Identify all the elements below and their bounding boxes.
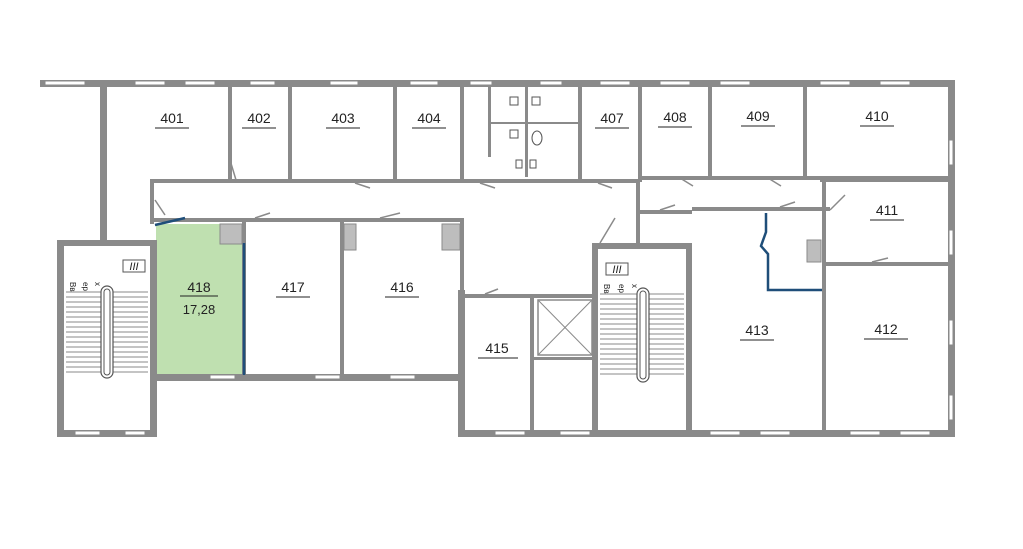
right-stair-vtext-3: х [630,284,639,288]
room-417-label: 417 [281,279,305,295]
room-402-label: 402 [247,110,271,126]
right-stairwell [592,210,692,433]
right-walls [692,178,951,437]
room-408-label: 408 [663,109,687,125]
right-stair-vtext-2: ер [617,284,626,293]
room-407-label: 407 [600,110,624,126]
room-labels: 401 402 403 404 407 408 409 410 411 412 … [155,108,908,359]
room-409-label: 409 [746,108,770,124]
room-401-label: 401 [160,110,184,126]
room-403-label: 403 [331,110,355,126]
left-stairwell [66,285,148,379]
stair-labels: III III Вв ер х Вв ер х [68,259,639,294]
room-411-label: 411 [876,202,899,218]
top-row-walls [150,87,948,224]
room-416-label: 416 [390,279,414,295]
right-stair-vtext-1: Вв [602,284,611,294]
room-413-label: 413 [745,322,769,338]
room-412-label: 412 [874,321,898,337]
restroom-fixtures [509,96,543,169]
exterior-walls [40,80,955,437]
doors [154,159,889,295]
left-stair-vtext-2: ер [81,282,90,291]
left-stair-vtext-3: х [93,282,102,286]
left-stair-label: III [129,261,138,273]
middle-left-walls [219,222,464,377]
room-404-label: 404 [417,110,441,126]
left-stair-vtext-1: Вв [68,282,77,292]
room-410-label: 410 [865,108,889,124]
room-415-label: 415 [485,340,509,356]
room-418-highlight[interactable] [156,224,244,377]
room-418-label: 418 [187,279,211,295]
top-windows [44,80,954,436]
room-418-area: 17,28 [183,302,216,317]
right-stair-label: III [612,264,621,276]
